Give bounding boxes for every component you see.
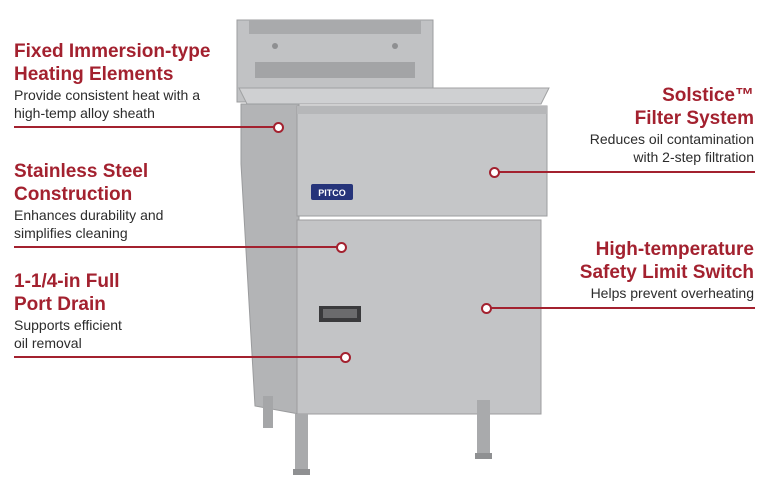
leader-line-safety <box>487 307 755 309</box>
fryer-leg-front-right <box>477 400 490 458</box>
leader-line-stainless <box>14 246 340 248</box>
callout-title-line2: Safety Limit Switch <box>579 262 754 283</box>
callout-title-line1: Stainless Steel <box>14 161 149 182</box>
fryer-side-panel <box>240 103 300 415</box>
fryer-foot-right <box>475 453 492 459</box>
fryer-flue-knob-right <box>392 43 398 49</box>
callout-desc-line2: oil removal <box>14 335 82 351</box>
callout-desc-line1: Reduces oil contamination <box>589 131 754 147</box>
callout-title-line1: High-temperature <box>595 239 754 260</box>
fryer-flue-opening <box>255 62 415 78</box>
fryer-foot-left <box>293 469 310 475</box>
leader-line-filter <box>495 171 755 173</box>
callout-port-drain: 1-1/4-in Full Port Drain Supports effici… <box>14 270 122 352</box>
leader-line-heating <box>14 126 277 128</box>
fryer-top-deck <box>238 87 550 105</box>
callout-desc-line2: high-temp alloy sheath <box>14 105 155 121</box>
callout-filter-system: Solstice™ Filter System Reduces oil cont… <box>590 84 754 166</box>
callout-title-line1: Fixed Immersion-type <box>14 41 211 62</box>
fryer-flue-top <box>249 20 421 34</box>
leader-line-drain <box>14 356 344 358</box>
callout-safety-switch: High-temperature Safety Limit Switch Hel… <box>580 238 754 302</box>
fryer-upper-door-top-lip <box>297 106 547 114</box>
fryer-leg-front-left <box>295 414 308 474</box>
brand-badge <box>311 184 353 200</box>
callout-desc-line1: Helps prevent overheating <box>590 285 754 301</box>
fryer-leg-back-left <box>263 396 273 428</box>
callout-dot-drain <box>340 352 351 363</box>
callout-dot-heating <box>273 122 284 133</box>
callout-title-line2: Heating Elements <box>14 64 174 85</box>
fryer-illustration: PITCO <box>236 19 550 475</box>
callout-title-line2: Port Drain <box>14 294 106 315</box>
callout-dot-filter <box>489 167 500 178</box>
callout-desc-line1: Enhances durability and <box>14 207 164 223</box>
callout-title-line2: Filter System <box>634 108 754 129</box>
door-handle-slot-inner <box>323 309 357 318</box>
callout-dot-safety <box>481 303 492 314</box>
callout-dot-stainless <box>336 242 347 253</box>
callout-title-line1: 1-1/4-in Full <box>14 271 120 292</box>
callout-title-line1: Solstice™ <box>662 85 754 106</box>
fryer-flue-knob-left <box>272 43 278 49</box>
callout-desc-line2: simplifies cleaning <box>14 225 128 241</box>
callout-title-line2: Construction <box>14 184 133 205</box>
callout-desc-line1: Provide consistent heat with a <box>14 87 200 103</box>
callout-stainless-steel: Stainless Steel Construction Enhances du… <box>14 160 163 242</box>
brand-badge-text: PITCO <box>318 188 346 198</box>
callout-heating-elements: Fixed Immersion-type Heating Elements Pr… <box>14 40 210 122</box>
callout-desc-line2: with 2-step filtration <box>633 149 754 165</box>
callout-desc-line1: Supports efficient <box>14 317 122 333</box>
